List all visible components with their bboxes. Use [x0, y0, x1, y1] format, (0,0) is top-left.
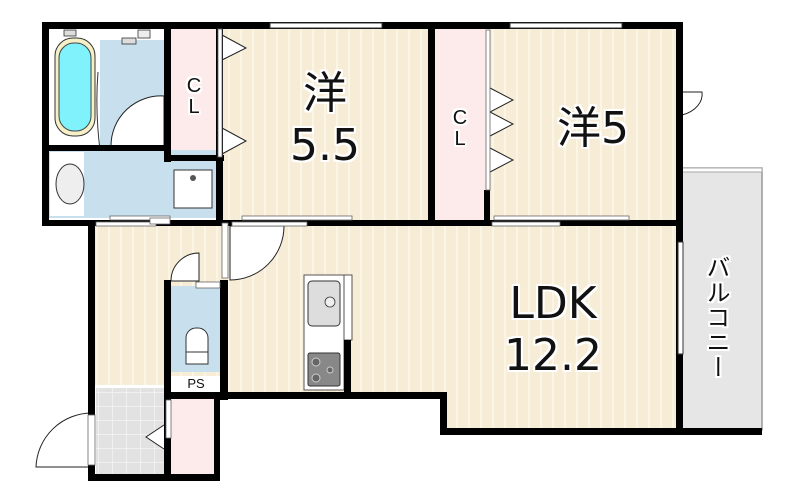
- room-type: LDK: [509, 278, 597, 329]
- wash-basin-icon: [55, 163, 85, 205]
- room-type: 洋: [557, 103, 601, 154]
- western-room-2-label: 洋5: [538, 107, 648, 151]
- bath-door-swing: [110, 95, 165, 147]
- shoe-closet-area: [170, 398, 216, 476]
- sink-icon: [307, 280, 341, 327]
- closet-label-l: L: [188, 96, 200, 118]
- room-type: 洋: [303, 68, 347, 119]
- ldk-label: LDK 12.2: [488, 282, 618, 378]
- kitchen-counter: [303, 274, 353, 391]
- closet-label-c: C: [452, 107, 468, 129]
- western-room-1-floor: [222, 28, 432, 223]
- room-size: 12.2: [504, 330, 602, 381]
- ps-label: PS: [187, 376, 205, 391]
- closet-1-label: C L: [182, 76, 206, 118]
- room-size: 5: [601, 103, 629, 154]
- closet-label-c: C: [186, 75, 202, 97]
- closet-2-area: [434, 28, 486, 220]
- entrance-door-swing: [35, 412, 93, 468]
- closet-2-label: C L: [448, 108, 472, 150]
- balcony: [675, 167, 763, 431]
- closet-label-l: L: [454, 128, 466, 150]
- closet-1-area: [170, 28, 218, 158]
- western-room-2-floor: [488, 28, 676, 223]
- ps-box: [170, 376, 222, 393]
- western-room-1-label: 洋 5.5: [285, 72, 365, 168]
- room-size: 5.5: [290, 120, 360, 171]
- balcony-label: バルコニー: [702, 255, 730, 380]
